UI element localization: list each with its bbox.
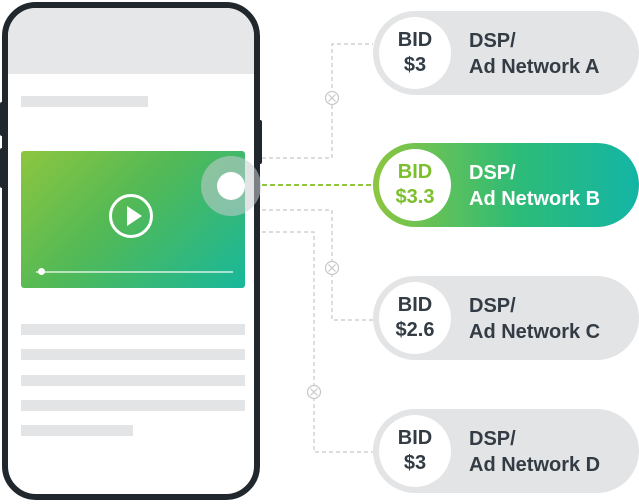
phone-mockup: [2, 2, 260, 500]
reject-icon: [306, 384, 322, 400]
bid-label: BID: [397, 161, 433, 183]
video-progress-track[interactable]: [36, 271, 233, 273]
placeholder-text-line: [21, 324, 245, 335]
network-line-1: DSP/: [469, 295, 516, 317]
bid-amount: $3: [403, 54, 427, 76]
bid-card-a: BID $3 DSP/ Ad Network A: [373, 11, 639, 95]
bid-badge: BID $2.6: [379, 282, 451, 354]
tap-indicator-core: [217, 172, 245, 200]
play-icon[interactable]: [109, 194, 153, 238]
bid-amount: $3: [403, 452, 427, 474]
reject-icon: [324, 90, 340, 106]
placeholder-text-line: [21, 375, 245, 386]
network-name: DSP/ Ad Network D: [469, 426, 600, 478]
placeholder-heading: [21, 96, 148, 107]
network-line-2: Ad Network A: [469, 56, 600, 78]
bid-card-c: BID $2.6 DSP/ Ad Network C: [373, 276, 639, 360]
phone-side-button: [0, 102, 4, 136]
bid-label: BID: [397, 29, 433, 51]
bid-badge: BID $3: [379, 415, 451, 487]
connector-line-c: [262, 209, 373, 321]
bid-badge: BID $3: [379, 17, 451, 89]
phone-status-bar: [8, 8, 254, 74]
video-progress-handle[interactable]: [38, 268, 46, 275]
network-line-2: Ad Network C: [469, 321, 601, 343]
bid-amount: $2.6: [395, 319, 435, 341]
network-name: DSP/ Ad Network A: [469, 28, 599, 80]
connector-line-a: [262, 43, 373, 159]
connector-line-d: [262, 231, 373, 453]
network-line-2: Ad Network D: [469, 454, 601, 476]
phone-side-button: [258, 120, 262, 164]
network-name: DSP/ Ad Network B: [469, 160, 600, 212]
reject-icon: [324, 260, 340, 276]
phone-side-button: [0, 148, 4, 188]
bid-badge: BID $3.3: [379, 149, 451, 221]
bid-amount: $3.3: [395, 186, 435, 208]
placeholder-text-line: [21, 400, 245, 411]
network-line-1: DSP/: [469, 162, 516, 184]
bid-card-b-winner: BID $3.3 DSP/ Ad Network B: [373, 143, 639, 227]
tap-indicator: [201, 156, 261, 216]
network-name: DSP/ Ad Network C: [469, 293, 600, 345]
network-line-2: Ad Network B: [469, 188, 601, 210]
bid-label: BID: [397, 294, 433, 316]
network-line-1: DSP/: [469, 30, 516, 52]
bid-label: BID: [397, 427, 433, 449]
network-line-1: DSP/: [469, 428, 516, 450]
bid-card-d: BID $3 DSP/ Ad Network D: [373, 409, 639, 493]
placeholder-text-line: [21, 425, 133, 436]
placeholder-text-line: [21, 349, 245, 360]
